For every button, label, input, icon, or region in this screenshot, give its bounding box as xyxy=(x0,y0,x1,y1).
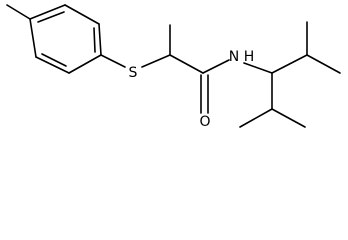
ring-double-bond-2 xyxy=(93,27,96,53)
ring-double-bond-1 xyxy=(37,11,65,23)
ring-sulfur-bond xyxy=(100,54,126,68)
lower-isopropyl-methyl-1 xyxy=(239,108,273,128)
sulfur-alpha-carbon-bond xyxy=(141,54,171,68)
ring-bond-1 xyxy=(29,4,66,20)
methyl-bond xyxy=(6,4,31,20)
ring-double-bond-3 xyxy=(41,53,67,67)
ring-bond-6 xyxy=(29,18,37,58)
carbonyl-nitrogen-bond xyxy=(202,59,230,74)
nitrogen-atom-label: N xyxy=(229,49,239,65)
upper-isopropyl-methyl-2 xyxy=(306,54,341,74)
ring-bond-5 xyxy=(35,56,70,74)
nitrogen-hydrogen-label: H xyxy=(244,49,255,65)
nitrogen-methine-bond xyxy=(243,62,273,74)
ring-bond-3 xyxy=(98,23,102,56)
ring-bond-4 xyxy=(68,54,102,74)
oxygen-atom-label: O xyxy=(199,114,210,130)
lower-isopropyl-methyl-2 xyxy=(271,108,306,128)
sulfur-atom-label: S xyxy=(129,65,138,81)
alpha-carbonyl-bond xyxy=(169,54,204,74)
methine-upper-isopropyl-bond xyxy=(271,54,308,74)
ring-bond-2 xyxy=(64,4,100,25)
chemical-structure-diagram: S O N H xyxy=(6,4,341,130)
